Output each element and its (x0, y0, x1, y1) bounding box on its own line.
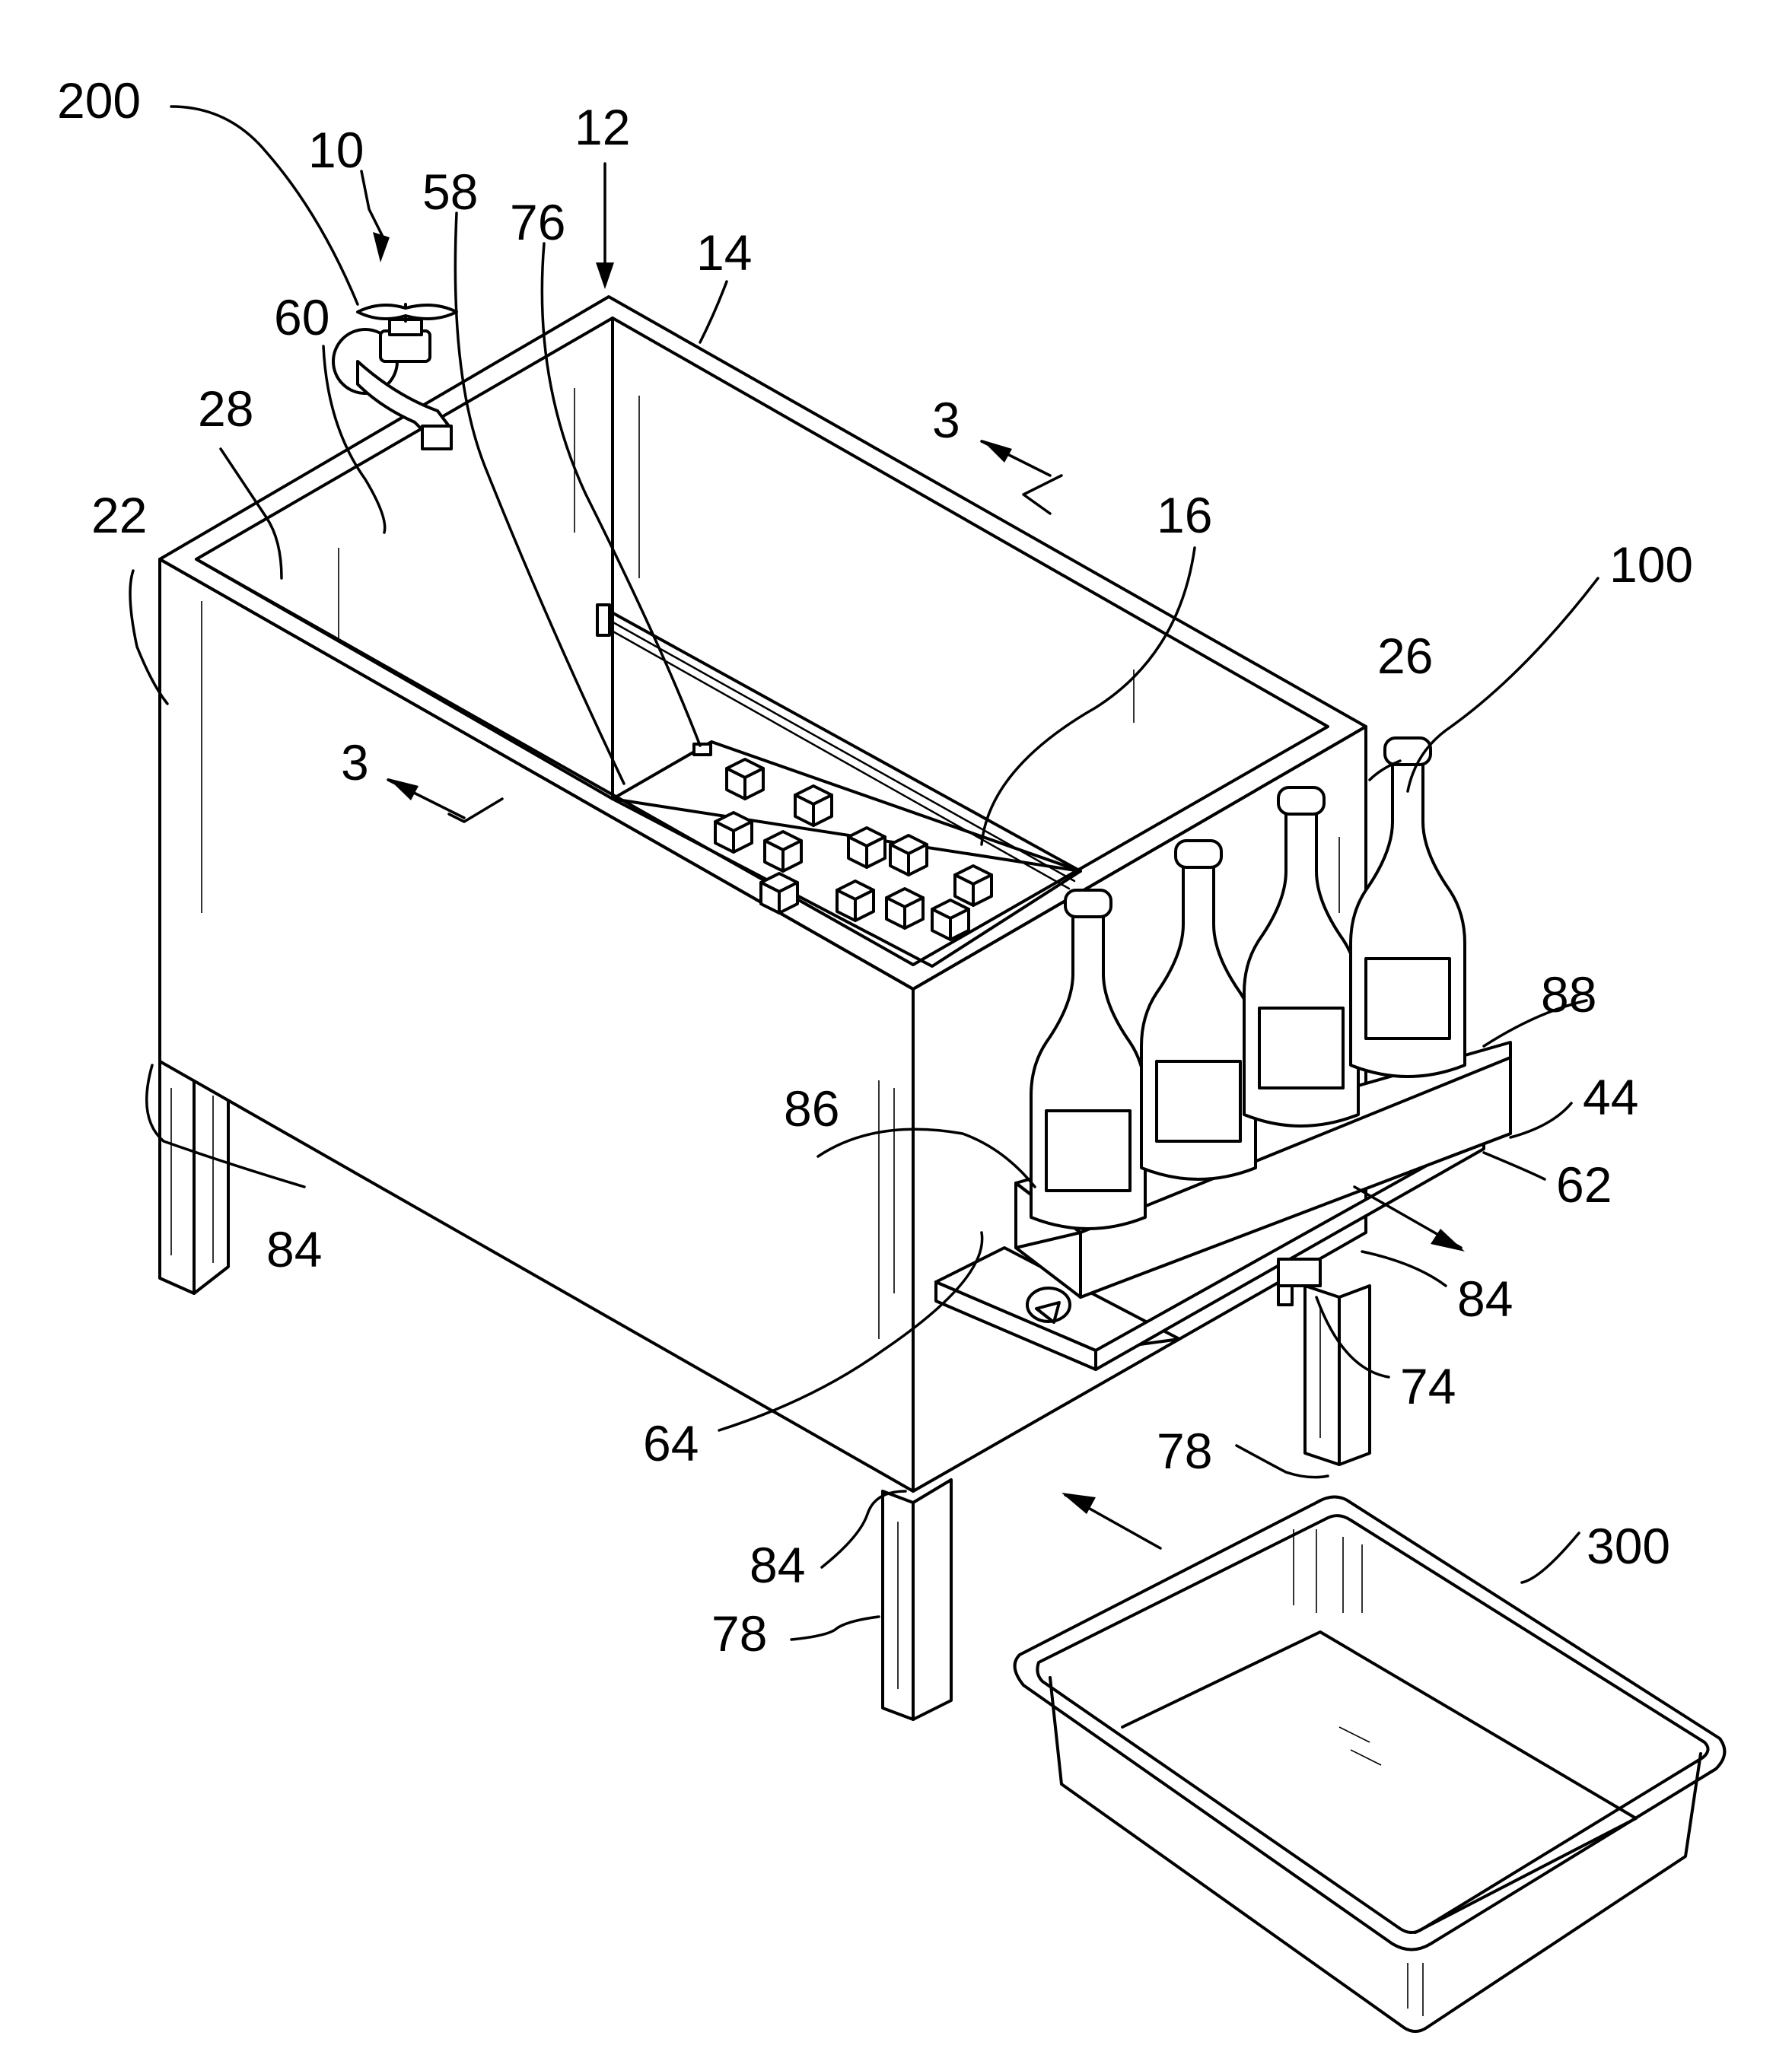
ref-22: 22 (91, 487, 147, 543)
ref-14: 14 (696, 224, 752, 281)
ref-62: 62 (1556, 1156, 1612, 1213)
bottle-label (1366, 959, 1450, 1039)
bottle-cap (1065, 890, 1111, 917)
ref-28: 28 (198, 380, 253, 437)
bottle-label (1157, 1061, 1240, 1141)
ref-100: 100 (1609, 536, 1693, 593)
ref-44: 44 (1583, 1069, 1638, 1125)
bottle-cap (1278, 787, 1324, 814)
basin (1015, 1497, 1725, 2032)
ref-26: 26 (1377, 628, 1433, 684)
ref-78-bottom: 78 (711, 1605, 767, 1662)
ref-84-left: 84 (266, 1221, 322, 1277)
ref-3-left: 3 (341, 734, 369, 790)
ref-64: 64 (643, 1415, 699, 1471)
ref-86: 86 (784, 1080, 839, 1137)
basin-arrow (1062, 1493, 1160, 1548)
ref-60: 60 (274, 289, 329, 345)
ref-84-bottom: 84 (750, 1537, 805, 1593)
ref-300: 300 (1587, 1518, 1670, 1574)
leg-right-back (1305, 1286, 1370, 1465)
bottle-label (1046, 1111, 1130, 1191)
ref-76: 76 (510, 194, 565, 250)
ref-84-right: 84 (1457, 1271, 1513, 1327)
ref-58: 58 (422, 164, 478, 220)
ref-200: 200 (57, 72, 141, 129)
section-arrow-top (982, 440, 1062, 514)
ref-10: 10 (308, 122, 364, 178)
faucet-icon (333, 304, 457, 449)
ref-74: 74 (1400, 1358, 1456, 1414)
bottle-cap (1176, 841, 1221, 867)
bottle-label (1259, 1008, 1343, 1088)
ref-3-top: 3 (932, 392, 960, 448)
slide-arrow (1354, 1187, 1465, 1252)
ref-16: 16 (1157, 487, 1212, 543)
ref-78-right: 78 (1157, 1423, 1212, 1479)
leg-front (883, 1480, 951, 1719)
ref-12: 12 (575, 99, 630, 155)
ref-88: 88 (1541, 966, 1596, 1023)
